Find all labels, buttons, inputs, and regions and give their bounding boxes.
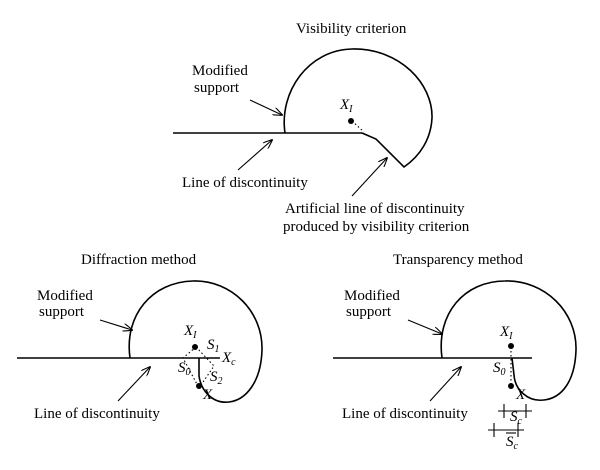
point-xi (508, 343, 514, 349)
s0-label: S0 (493, 360, 506, 378)
sc-label: Sc (510, 409, 523, 427)
modified-support-label-line2: support (39, 304, 85, 320)
transparency-method-panel: Transparency method XI S0 X Modified sup… (333, 252, 577, 452)
panel-title-diffraction: Diffraction method (81, 252, 197, 268)
diffraction-dotted-paths (182, 346, 215, 389)
modified-support-label-line2: support (194, 80, 240, 96)
panel-title-visibility: Visibility criterion (296, 21, 407, 37)
modified-support-outline (128, 280, 263, 403)
visibility-dotted-path (351, 120, 365, 133)
discontinuity-arrow (237, 140, 272, 171)
x-label: X (202, 387, 213, 403)
modified-support-outline (440, 280, 577, 401)
modified-support-label-line2: support (346, 304, 392, 320)
xc-label: Xc (221, 350, 236, 368)
discontinuity-arrow (429, 367, 461, 402)
modified-support-arrow (249, 99, 282, 115)
point-x (508, 383, 514, 389)
modified-support-label-line1: Modified (344, 288, 400, 304)
point-xi (192, 344, 198, 350)
modified-support-outline (283, 48, 433, 169)
xi-label: XI (499, 324, 513, 342)
modified-support-arrow (99, 319, 132, 330)
line-of-discontinuity-label: Line of discontinuity (182, 175, 308, 191)
line-of-discontinuity-label: Line of discontinuity (34, 406, 160, 422)
point-xi (348, 118, 354, 124)
x-label: X (515, 387, 526, 403)
panel-title-transparency: Transparency method (393, 252, 523, 268)
s0-label: S0 (178, 360, 191, 378)
visibility-criterion-panel: Visibility criterion XI Modified support… (173, 21, 470, 235)
artificial-line-arrow (351, 158, 387, 197)
modified-support-label-line1: Modified (37, 288, 93, 304)
sc-bar-label: Sc (506, 434, 519, 452)
xi-label: XI (339, 97, 353, 115)
sc-cross-mark (498, 404, 532, 418)
modified-support-label-line1: Modified (192, 63, 248, 79)
artificial-line-label-line1: Artificial line of discontinuity (285, 201, 465, 217)
sc-bar-cross-mark (488, 423, 524, 437)
point-x (196, 383, 202, 389)
discontinuity-arrow (117, 367, 150, 402)
s1-label: S1 (207, 337, 220, 355)
modified-support-arrow (407, 319, 442, 334)
diffraction-method-panel: Diffraction method XI S1 Xc S0 S2 X Modi… (17, 252, 263, 422)
xi-label: XI (183, 323, 197, 341)
artificial-line-label-line2: produced by visibility criterion (283, 219, 470, 235)
line-of-discontinuity-label: Line of discontinuity (342, 406, 468, 422)
s2-label: S2 (210, 369, 223, 387)
